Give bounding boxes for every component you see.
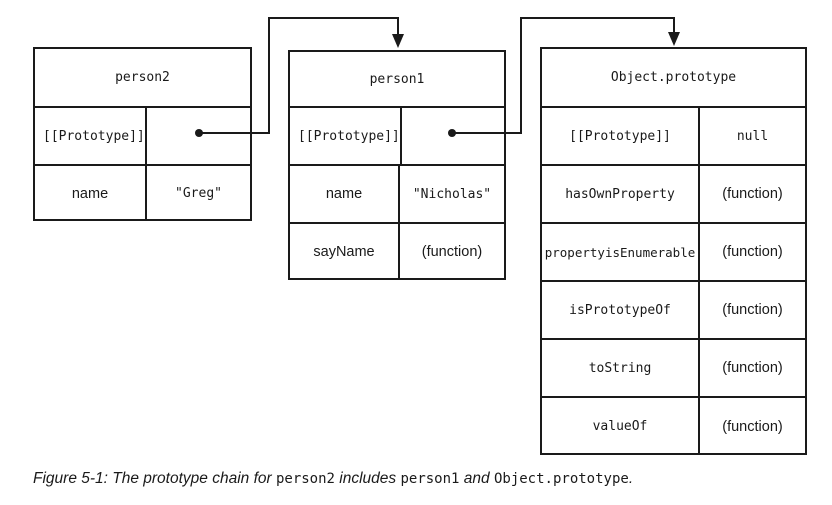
object-isprototypeof-key: isPrototypeOf [569, 302, 671, 318]
object-valueof-value: (function) [698, 398, 805, 455]
person1-sayname-key: sayName [313, 244, 375, 260]
person2-name-key: name [71, 185, 109, 202]
object-isprototypeof-value: (function) [698, 282, 805, 338]
object-prototype-title: Object.prototype [610, 70, 737, 85]
object-propertyisenumerable-key: propertyisEnumerable [544, 244, 696, 260]
person1-name-key: name [325, 186, 363, 202]
object-prototype-row: [[Prototype]] null [542, 106, 805, 164]
person2-name-row: name "Greg" [35, 164, 250, 221]
caption-mid-2: and [459, 470, 494, 487]
caption-mid-1: includes [334, 470, 401, 487]
object-hasownproperty-key: hasOwnProperty [565, 186, 675, 202]
person1-name-value: "Nicholas" [398, 166, 504, 222]
person2-title: person2 [115, 70, 170, 85]
object-prototype-title-row: Object.prototype [542, 49, 805, 106]
person2-prototype-label: [[Prototype]] [43, 128, 145, 144]
person1-prototype-label: [[Prototype]] [298, 128, 400, 144]
person1-sayname-row: sayName (function) [290, 222, 504, 280]
figure-caption: Figure 5-1: The prototype chain for pers… [33, 470, 633, 488]
caption-suffix: . [628, 470, 634, 487]
object-isprototypeof-row: isPrototypeOf (function) [542, 280, 805, 338]
object-valueof-row: valueOf (function) [542, 396, 805, 455]
person2-name-value: "Greg" [145, 166, 250, 221]
person1-prototype-pointer-cell [399, 108, 504, 164]
object-prototype-key: [[Prototype]] [569, 128, 671, 144]
object-prototype-value: null [698, 108, 805, 164]
object-propertyisenumerable-row: propertyisEnumerable (function) [542, 222, 805, 280]
object-tostring-key: toString [588, 360, 652, 376]
person2-prototype-row: [[Prototype]] [35, 106, 250, 164]
arrow-person1-to-object-prototype [448, 17, 680, 137]
object-tostring-row: toString (function) [542, 338, 805, 396]
caption-code-person1: person1 [400, 471, 460, 487]
person1-title-row: person1 [290, 52, 504, 106]
person2-prototype-pointer-cell [145, 108, 250, 164]
object-valueof-key: valueOf [592, 419, 648, 434]
person1-prototype-row: [[Prototype]] [290, 106, 504, 164]
caption-prefix: Figure 5-1: The prototype chain for [33, 470, 276, 487]
object-hasownproperty-value: (function) [698, 166, 805, 222]
object-propertyisenumerable-value: (function) [698, 224, 805, 280]
person1-sayname-value: (function) [398, 224, 504, 280]
caption-code-object-prototype: Object.prototype [493, 471, 629, 487]
person2-table: person2 [[Prototype]] name "Greg" [33, 47, 252, 221]
person1-title: person1 [369, 71, 425, 87]
arrow-person2-to-person1 [195, 17, 404, 137]
object-hasownproperty-row: hasOwnProperty (function) [542, 164, 805, 222]
person2-title-row: person2 [35, 49, 250, 106]
caption-code-person2: person2 [275, 471, 335, 487]
person1-name-row: name "Nicholas" [290, 164, 504, 222]
person1-table: person1 [[Prototype]] name "Nicholas" sa… [288, 50, 506, 280]
object-tostring-value: (function) [698, 340, 805, 396]
object-prototype-table: Object.prototype [[Prototype]] null hasO… [540, 47, 807, 455]
